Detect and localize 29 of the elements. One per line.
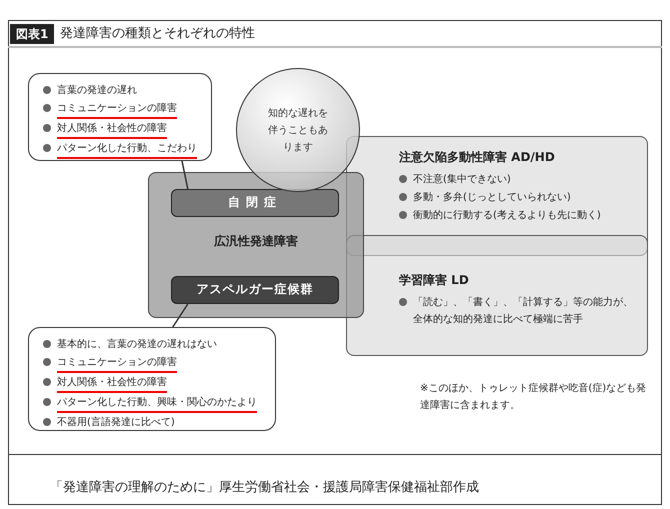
category-title: 学習障害 LD [399, 272, 469, 289]
bullet-text: 基本的に、言葉の発達の遅れはない [57, 339, 217, 350]
footnote-text: ※このほか、トゥレット症候群や吃音(症)なども発達障害に含まれます。 [420, 382, 648, 413]
figure-number-tag: 図表1 [10, 24, 54, 44]
label-box [171, 276, 339, 304]
bullet-text: パターン化した行動、興味・関心のかたより [57, 396, 257, 413]
bullet-text: コミュニケーションの障害 [57, 102, 177, 119]
speech-bubble [28, 73, 212, 161]
category-box [346, 235, 648, 356]
source-caption: 「発達障害の理解のために」厚生労働省社会・援護局障害保健福祉部作成 [50, 479, 479, 496]
bullet-text: 不器用(言語発達に比べて) [57, 417, 175, 428]
figure-title: 発達障害の種類とそれぞれの特性 [60, 25, 255, 43]
bullet-text: 衝動的に行動する(考えるよりも先に動く) [413, 210, 601, 221]
box-label: アスペルガー症候群 [196, 281, 314, 297]
bullet-text: 不注意(集中できない) [413, 174, 511, 185]
bullet-text: 「読む」、「書く」、「計算する」等の能力が、全体的な知的発達に比べて極端に苦手 [413, 297, 633, 325]
bullet-text: コミュニケーションの障害 [57, 356, 177, 373]
group-title: 広汎性発達障害 [212, 233, 299, 250]
circle-text: 知的な遅れを伴うこともあります [267, 106, 329, 154]
category-title: 注意欠陥多動性障害 AD/HD [399, 149, 555, 166]
bullet-text: 多動・多弁(じっとしていられない) [413, 192, 571, 203]
bullet-text: 対人関係・社会性の障害 [57, 122, 167, 139]
speech-bubble [28, 327, 276, 431]
bullet-text: 言葉の発達の遅れ [57, 85, 137, 96]
bullet-text: パターン化した行動、こだわり [57, 142, 197, 159]
bullet-text: 対人関係・社会性の障害 [57, 376, 167, 393]
group-box [148, 172, 364, 318]
box-label: 自閉症 [228, 194, 282, 210]
label-box [171, 189, 339, 217]
